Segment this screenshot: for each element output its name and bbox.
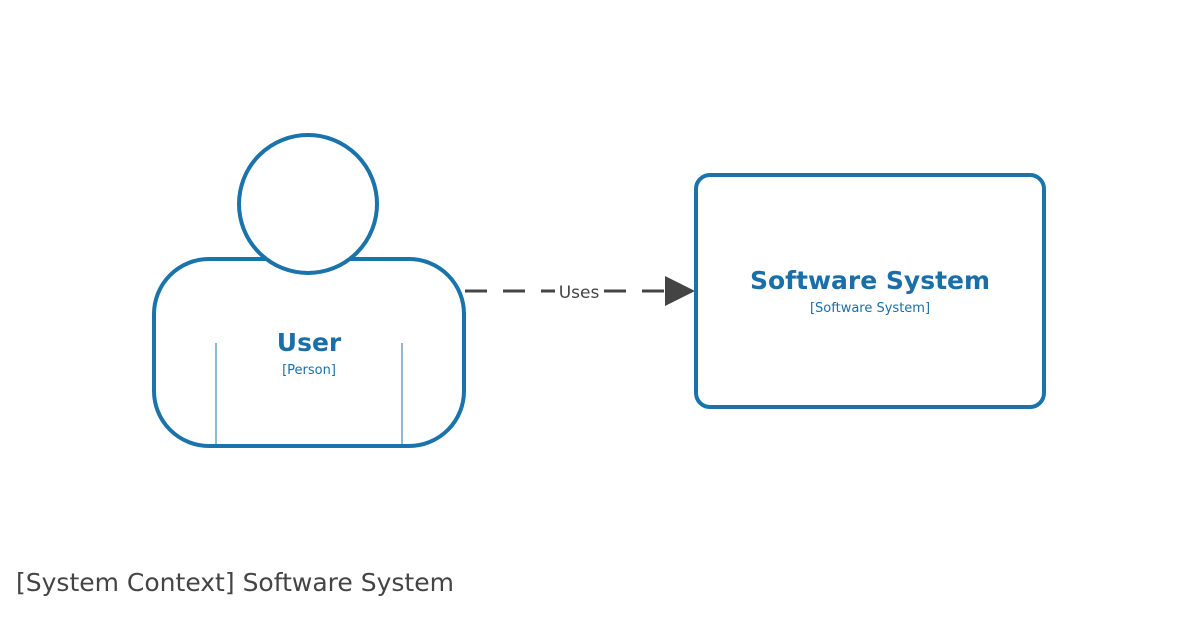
relationship-arrowhead xyxy=(665,276,695,306)
relationship-uses[interactable]: Uses xyxy=(465,276,695,306)
person-head xyxy=(237,133,379,275)
relationship-label: Uses xyxy=(559,283,600,303)
person-type-tag: [Person] xyxy=(282,363,336,378)
software-system-name: Software System xyxy=(750,266,990,295)
software-system-box xyxy=(694,173,1046,409)
diagram-caption: [System Context] Software System xyxy=(16,568,454,597)
person-node-user[interactable]: User [Person] xyxy=(152,133,466,448)
software-system-type-tag: [Software System] xyxy=(810,301,930,316)
software-system-node[interactable]: Software System [Software System] xyxy=(694,173,1046,409)
person-name: User xyxy=(277,328,342,357)
